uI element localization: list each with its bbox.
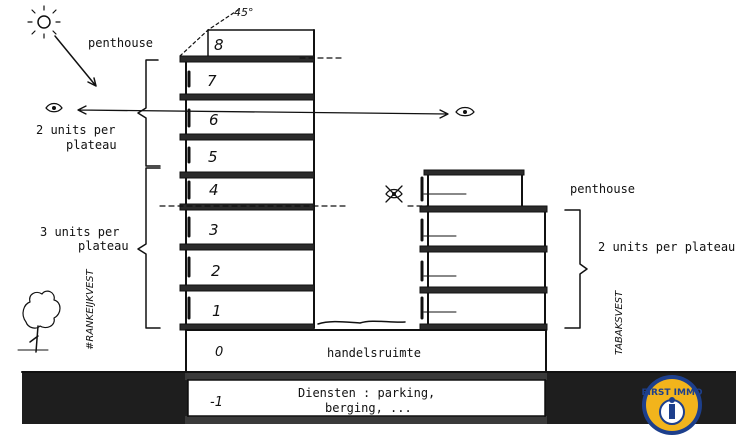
floor-label-8: 8 xyxy=(214,36,224,54)
ground-floor-label: handelsruimte xyxy=(327,346,421,360)
level-label-0: 0 xyxy=(215,345,223,360)
units-left-lower-line1: 3 units per xyxy=(40,225,119,239)
floor-label-2: 2 xyxy=(211,262,221,280)
ground-mass xyxy=(21,371,736,424)
sight-line-arrow xyxy=(77,105,449,119)
basement-label-line1: Diensten : parking, xyxy=(298,386,435,400)
sun-angle-label: 45° xyxy=(234,6,254,19)
basement-label-line2: berging, ... xyxy=(325,401,412,415)
tree-icon xyxy=(17,290,61,353)
floor-label-7: 7 xyxy=(207,72,217,90)
floor-numbers: 8 7 6 5 4 3 2 1 xyxy=(207,36,224,320)
level-label-minus-1: -1 xyxy=(210,395,223,410)
first-immo-logo: FIRST IMMO xyxy=(641,375,703,435)
sun-ray-arrow xyxy=(54,35,97,87)
floor-label-3: 3 xyxy=(209,221,219,239)
floor-label-6: 6 xyxy=(209,111,219,129)
floor-label-1: 1 xyxy=(212,302,222,320)
right-building xyxy=(317,169,548,331)
units-left-lower-line2: plateau xyxy=(78,239,129,253)
sun-icon xyxy=(27,5,61,39)
units-left-upper-line2: plateau xyxy=(66,138,117,152)
floor-label-5: 5 xyxy=(208,148,218,166)
left-tower xyxy=(159,9,346,331)
crossed-eye-icon xyxy=(385,185,403,203)
penthouse-left-label: penthouse xyxy=(88,36,153,50)
units-right-label: 2 units per plateau xyxy=(598,240,735,254)
floor-label-4: 4 xyxy=(209,181,219,199)
units-left-upper-line1: 2 units per xyxy=(36,123,115,137)
braces xyxy=(137,59,588,329)
eye-icon xyxy=(45,102,63,113)
plinth: 0 handelsruimte -1 Diensten : parking, b… xyxy=(185,329,547,417)
street-left-label: #RANKEIJKVEST xyxy=(85,269,96,350)
eye-icon-right xyxy=(455,106,475,117)
penthouse-right-label: penthouse xyxy=(570,182,635,196)
logo-text: FIRST IMMO xyxy=(641,388,702,398)
street-right-label: TABAKSVEST xyxy=(614,290,625,355)
